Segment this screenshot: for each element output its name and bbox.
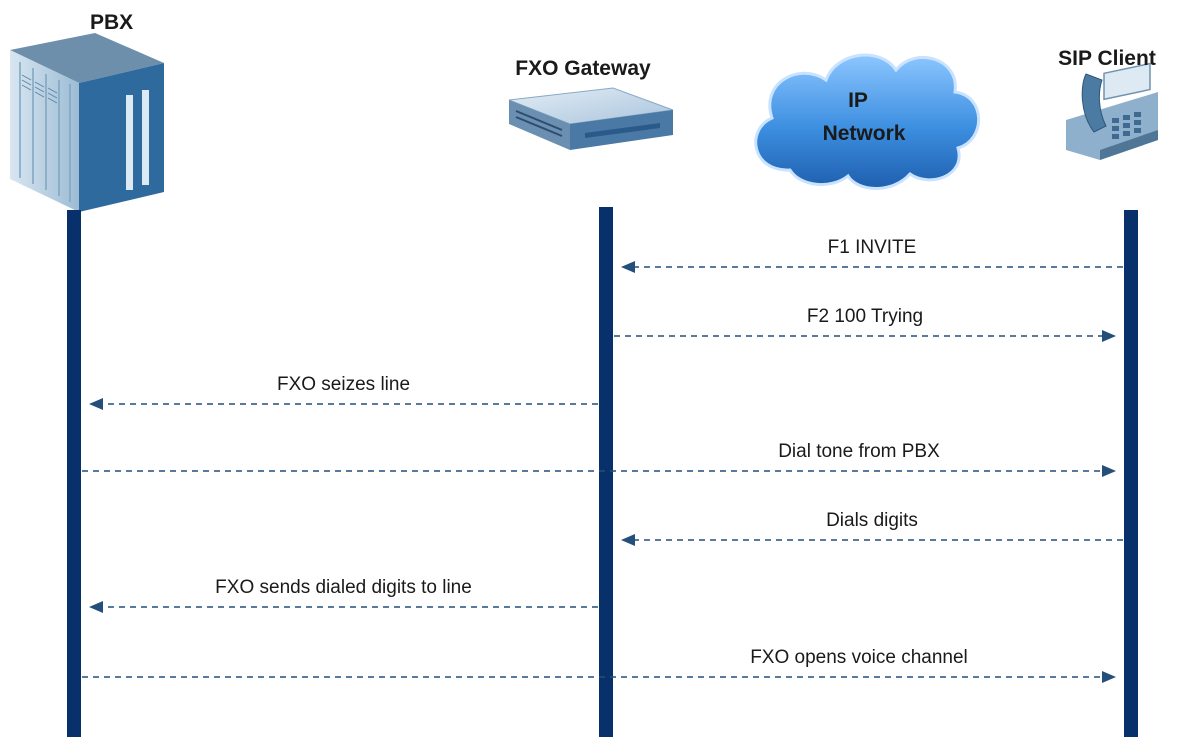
message-label: F1 INVITE xyxy=(828,237,917,258)
message-seizes-line: FXO seizes line xyxy=(89,374,598,410)
pbx-server-icon xyxy=(10,33,164,212)
message-dials-digits: Dials digits xyxy=(621,510,1123,546)
message-label: FXO opens voice channel xyxy=(750,647,968,668)
cloud-icon xyxy=(754,53,981,190)
message-trying: F2 100 Trying xyxy=(614,306,1116,342)
message-label: FXO sends dialed digits to line xyxy=(215,577,472,598)
gateway-lifeline xyxy=(599,207,613,737)
arrowhead xyxy=(1102,465,1116,477)
message-label: F2 100 Trying xyxy=(807,306,923,327)
arrowhead xyxy=(621,261,635,273)
message-dial-tone: Dial tone from PBX xyxy=(82,441,1116,477)
message-voice-channel: FXO opens voice channel xyxy=(82,647,1116,683)
network-label-line2: Network xyxy=(823,122,906,145)
arrowhead xyxy=(1102,671,1116,683)
arrowhead xyxy=(1102,330,1116,342)
message-label: FXO seizes line xyxy=(277,374,410,395)
network-label-line1: IP xyxy=(848,89,868,112)
message-invite: F1 INVITE xyxy=(621,237,1123,273)
arrowhead xyxy=(89,398,103,410)
message-sends-digits: FXO sends dialed digits to line xyxy=(89,577,598,613)
message-label: Dial tone from PBX xyxy=(778,441,940,462)
gateway-label: FXO Gateway xyxy=(515,57,651,80)
client-label: SIP Client xyxy=(1058,47,1156,70)
pbx-lifeline xyxy=(67,210,81,737)
message-label: Dials digits xyxy=(826,510,918,531)
arrowhead xyxy=(89,601,103,613)
gateway-device-icon xyxy=(508,87,674,150)
arrowhead xyxy=(621,534,635,546)
client-lifeline xyxy=(1124,210,1138,737)
desk-phone-icon xyxy=(1066,62,1158,160)
pbx-label: PBX xyxy=(90,11,133,34)
